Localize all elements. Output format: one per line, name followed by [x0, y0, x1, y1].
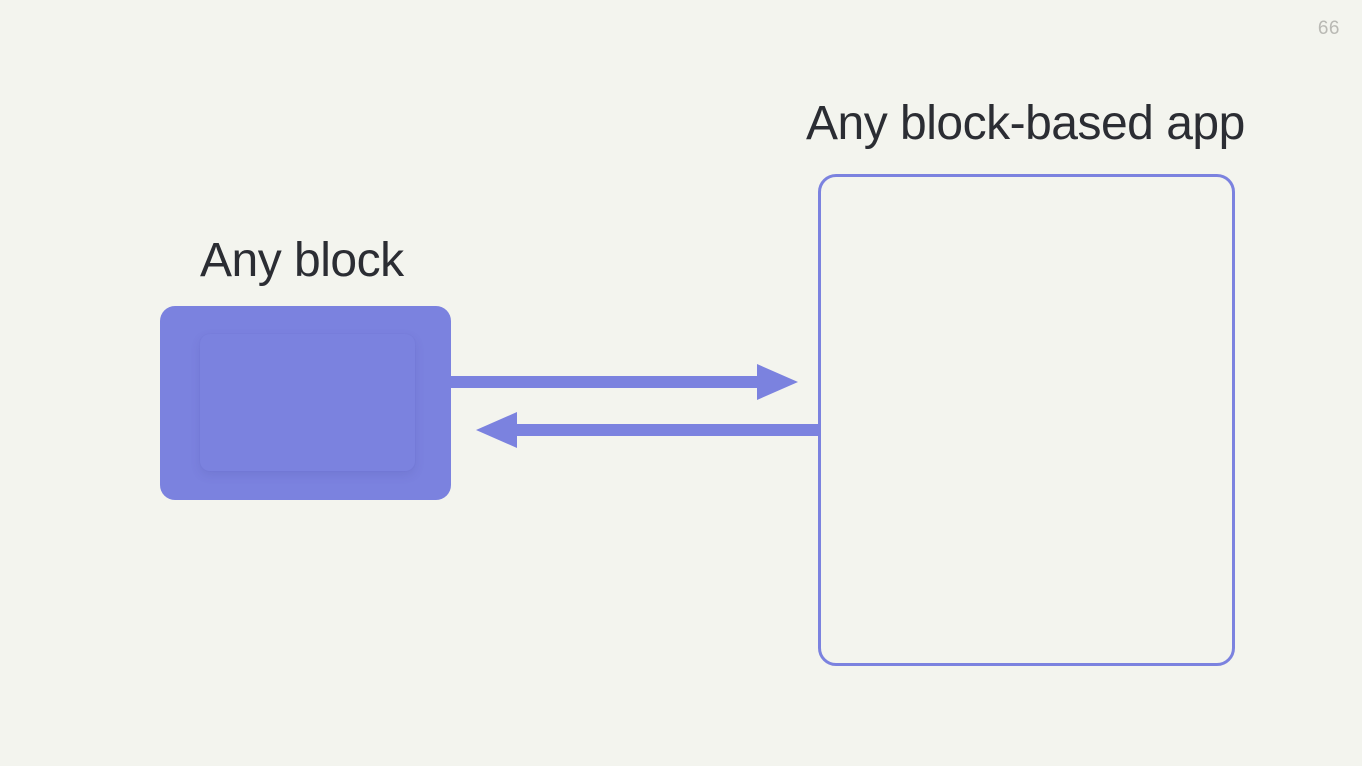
page-number: 66 [1317, 18, 1340, 39]
block-to-app-arrow [451, 364, 798, 400]
app-to-block-arrow [476, 412, 820, 448]
heading-any-block-based-app: Any block-based app [806, 97, 1245, 150]
heading-any-block: Any block [200, 234, 404, 287]
any-block-based-app-frame [818, 174, 1235, 666]
any-block-inner-card [200, 334, 415, 471]
any-block-shape [160, 306, 451, 500]
